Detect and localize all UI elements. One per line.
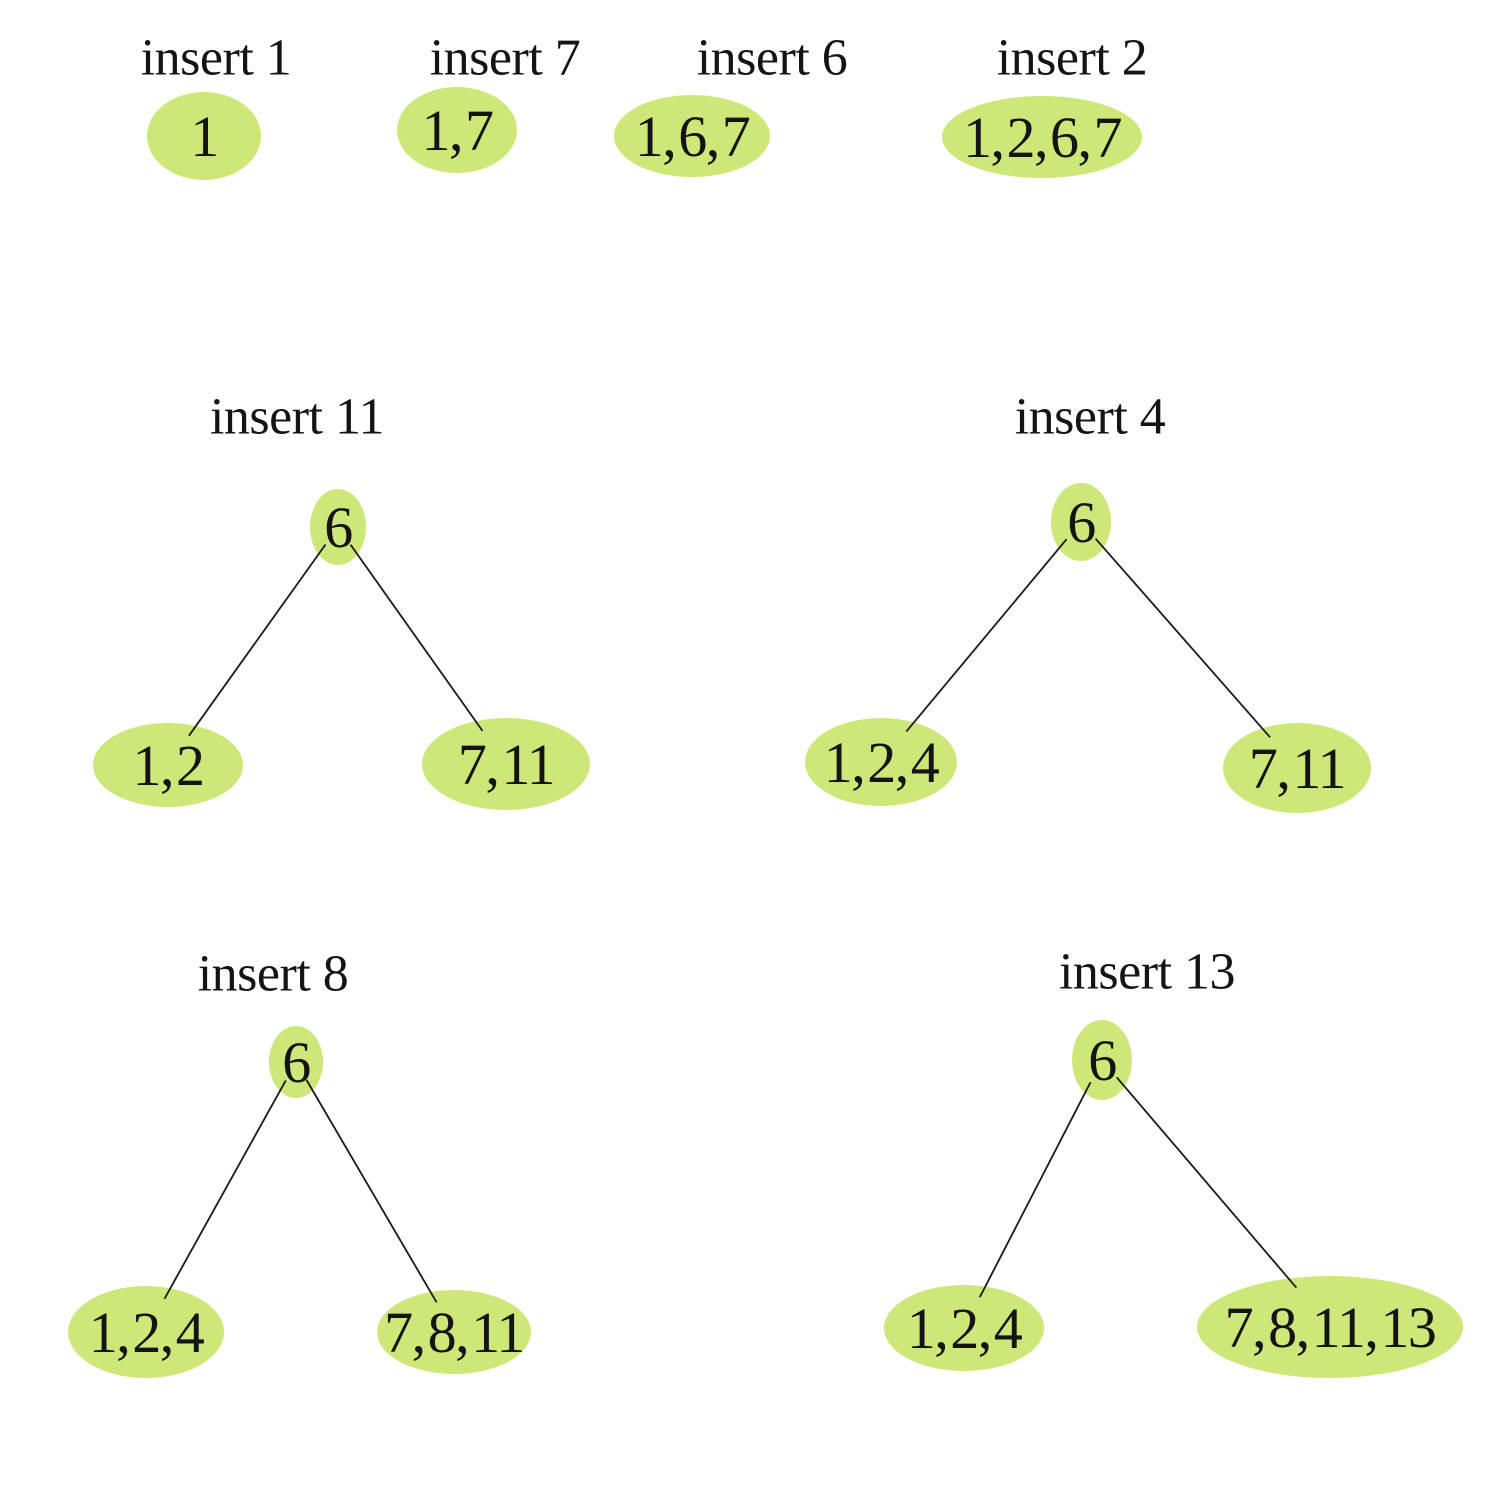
step-label: insert 11 [209,388,385,446]
step-label: insert 6 [696,29,848,87]
tree-edge [1094,538,1271,738]
tree-node: 1, 2, 4 [884,1285,1044,1371]
tree-node: 7, 8, 11, 13 [1197,1276,1463,1378]
tree-node: 1 [147,92,261,180]
tree-node: 1, 6, 7 [614,95,770,177]
step-label: insert 4 [1014,388,1166,446]
tree-node: 1, 2, 6, 7 [942,96,1142,178]
tree-edge [163,1079,287,1300]
tree-node: 7, 11 [1223,723,1371,813]
tree-node: 6 [310,489,366,565]
step-label: insert 13 [1058,943,1236,1001]
tree-edge [1116,1076,1298,1289]
tree-edge [305,1079,438,1303]
tree-node: 6 [269,1026,323,1098]
tree-node: 7, 8, 11 [377,1290,531,1374]
step-label: insert 7 [429,29,581,87]
tree-node: 6 [1072,1020,1132,1100]
tree-edge [349,544,484,732]
tree-node: 6 [1051,483,1111,561]
step-label: insert 2 [996,29,1148,87]
tree-edge [978,1081,1092,1298]
tree-node: 1, 2, 4 [805,718,957,806]
step-label: insert 8 [197,945,349,1003]
tree-edge [905,538,1068,733]
tree-node: 1, 7 [397,87,517,173]
tree-node: 7, 11 [422,718,590,810]
tree-node: 1, 2, 4 [68,1286,224,1378]
step-label: insert 1 [140,29,292,87]
tree-node: 1, 2 [93,723,243,807]
tree-edge [188,543,327,737]
